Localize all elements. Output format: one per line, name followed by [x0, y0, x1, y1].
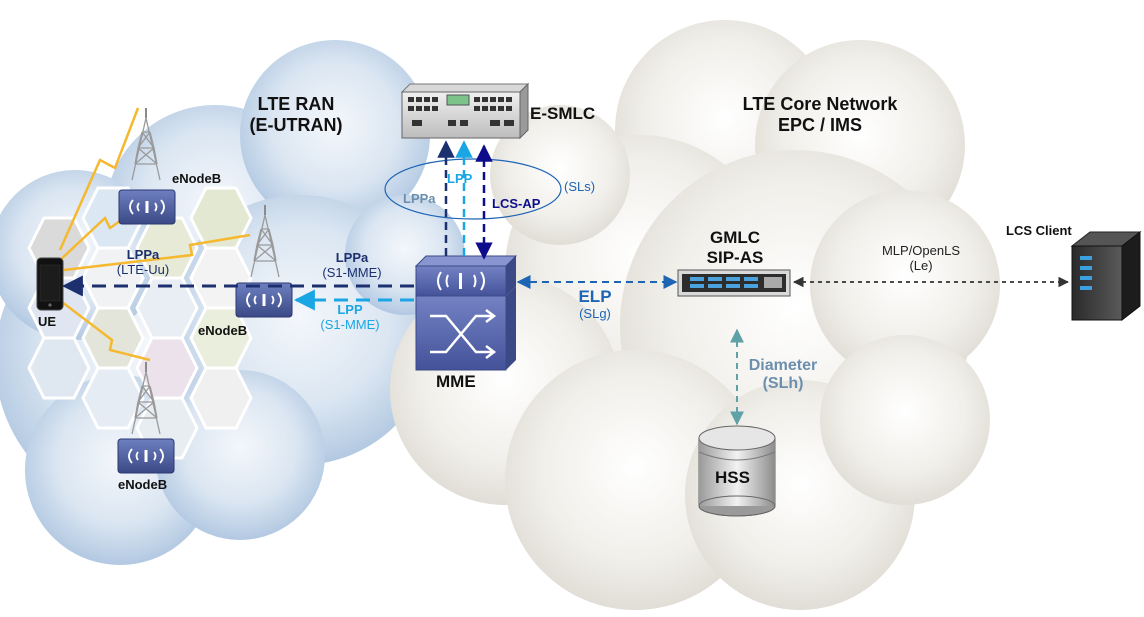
hss-label: HSS	[715, 468, 750, 487]
lppa-s1-name: LPPa	[335, 250, 369, 265]
lcs-client-server-icon	[1070, 230, 1142, 322]
lpp-s1-ref: (S1-MME)	[320, 316, 380, 332]
enodeb-top-label: eNodeB	[172, 171, 222, 186]
lppa-ue-name: LPPa	[126, 247, 160, 262]
router-switch-icon	[414, 255, 518, 371]
core-title: LTE Core Network EPC / IMS	[700, 94, 940, 135]
elp-name: ELP	[578, 287, 612, 306]
lppa-s1-label: LPPa (S1-MME)	[312, 250, 392, 281]
le-name: MLP/OpenLS	[881, 243, 961, 258]
lcs-client-label: LCS Client	[1006, 223, 1072, 238]
enodeb-bottom-icon	[117, 438, 175, 474]
sls-lcsap-label: LCS-AP	[492, 196, 541, 211]
core-title-line1: LTE Core Network	[742, 94, 898, 114]
le-ref: (Le)	[909, 257, 933, 273]
enodeb-mid-label: eNodeB	[198, 323, 248, 338]
sls-lpp-label: LPP	[447, 171, 473, 186]
diameter-ref: (SLh)	[762, 375, 804, 393]
elp-ref: (SLg)	[579, 305, 611, 321]
lppa-ue-label: LPPa (LTE-Uu)	[108, 247, 178, 278]
ue-label: UE	[38, 314, 57, 329]
gmlc-label: GMLC SIP-AS	[680, 228, 790, 267]
enodeb-top-icon	[118, 189, 176, 225]
ran-title-line2: (E-UTRAN)	[249, 114, 343, 135]
enodeb-mid-icon	[235, 282, 293, 318]
sls-lppa-label: LPPa	[403, 191, 436, 206]
esmlc-label: E-SMLC	[530, 104, 596, 123]
sls-ellipse	[384, 158, 562, 220]
gmlc-label-line1: GMLC	[709, 228, 761, 247]
sls-ref-label: (SLs)	[564, 179, 596, 194]
le-label: MLP/OpenLS (Le)	[866, 243, 976, 274]
core-cloud	[390, 20, 1000, 610]
gmlc-server-icon	[677, 269, 791, 297]
enodeb-bottom-label: eNodeB	[118, 477, 168, 492]
lppa-s1-ref: (S1-MME)	[322, 264, 382, 280]
lppa-ue-ref: (LTE-Uu)	[116, 261, 170, 277]
lpp-s1-name: LPP	[337, 302, 363, 317]
core-title-line2: EPC / IMS	[777, 114, 862, 135]
elp-label: ELP (SLg)	[570, 287, 620, 321]
server-rack-icon	[400, 82, 530, 140]
lpp-s1-label: LPP (S1-MME)	[310, 302, 390, 333]
diameter-label: Diameter (SLh)	[740, 357, 826, 394]
phone-icon	[36, 257, 64, 311]
database-icon	[698, 425, 776, 517]
ran-title-line1: LTE RAN	[257, 94, 335, 114]
gmlc-label-line2: SIP-AS	[706, 247, 764, 267]
mme-label: MME	[436, 372, 476, 391]
ran-title: LTE RAN (E-UTRAN)	[232, 94, 360, 135]
diameter-name: Diameter	[748, 357, 818, 374]
